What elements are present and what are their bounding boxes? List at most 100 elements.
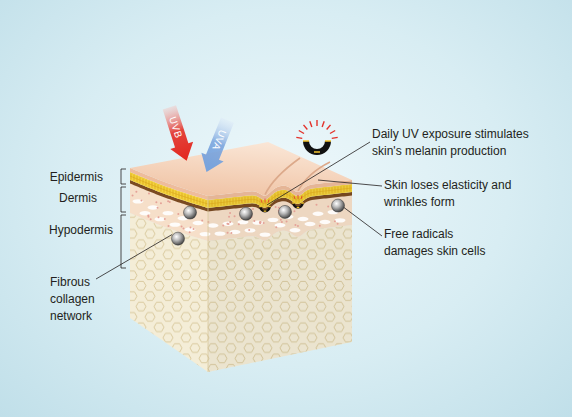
- collagen-dot: [275, 206, 277, 208]
- uvb-arrow: UVB: [158, 104, 198, 165]
- dermis-cell: [200, 232, 211, 236]
- collagen-dot: [158, 216, 160, 218]
- collagen-dot: [189, 231, 191, 233]
- collagen-dot: [234, 215, 236, 217]
- epidermis-texture: [131, 173, 350, 206]
- dermis-cell: [290, 228, 301, 232]
- dermis-cell: [223, 222, 234, 226]
- callout-label: Free radicals damages skin cells: [384, 226, 496, 260]
- leader-line: [96, 235, 172, 279]
- dermis-cells: [133, 199, 346, 237]
- dermis-cell: [215, 231, 226, 235]
- melanin-symbol: [292, 195, 304, 208]
- collagen-dot: [337, 223, 339, 225]
- collagen-dot: [259, 222, 261, 224]
- collagen-dot: [201, 220, 203, 222]
- dermis-cell: [148, 205, 159, 209]
- free-radical-sphere: [184, 206, 197, 219]
- collagen-dot: [132, 194, 134, 196]
- collagen-dot: [150, 218, 152, 220]
- dermis-cell: [238, 220, 249, 224]
- collagen-dot: [229, 221, 231, 223]
- collagen-dot: [181, 225, 183, 227]
- collagen-dot: [327, 206, 329, 208]
- dermis-cell: [208, 223, 219, 227]
- melanin-tips: [303, 141, 331, 152]
- layer-label: Epidermis: [0, 169, 103, 186]
- collagen-dot: [148, 216, 150, 218]
- collagen-dot: [193, 228, 195, 230]
- melanin-ray: [296, 137, 302, 138]
- collagen-dot: [252, 208, 254, 210]
- collagen-dot: [167, 200, 169, 202]
- dermis-cell: [140, 211, 151, 215]
- arrow-label: UVA: [210, 128, 228, 152]
- skin-top-surface: [130, 142, 352, 196]
- dermis-cell: [320, 220, 331, 224]
- dermis-cell: [305, 222, 316, 226]
- dermis-cell: [253, 220, 264, 224]
- dermis-cell: [268, 218, 279, 222]
- layer-label: Hypodermis: [0, 222, 113, 239]
- layer-brackets: [121, 169, 126, 268]
- dermis-cell: [185, 227, 196, 231]
- bracket: [121, 169, 126, 184]
- free-radical-sphere: [279, 205, 292, 218]
- leader-line: [267, 142, 370, 205]
- collagen-dot: [135, 191, 137, 193]
- melanin-ray: [330, 131, 335, 134]
- arrow-body: [158, 104, 198, 165]
- collagen-dot: [275, 226, 277, 228]
- collagen-dot: [189, 227, 191, 229]
- dermis-cell: [260, 232, 271, 236]
- melanin-cup: [306, 141, 328, 152]
- collagen-dots: [132, 191, 343, 234]
- collagen-dot: [281, 221, 283, 223]
- arrow-body: [195, 116, 238, 177]
- collagen-dot: [259, 221, 261, 223]
- melanin-ray: [304, 125, 308, 130]
- collagen-dot: [160, 202, 162, 204]
- collagen-dot: [248, 229, 250, 231]
- dermis-cell: [275, 223, 286, 227]
- collagen-dot: [222, 225, 224, 227]
- melanin-ray: [327, 125, 331, 130]
- collagen-dot: [167, 225, 169, 227]
- collagen-dot: [238, 223, 240, 225]
- melanin-ray: [310, 121, 312, 127]
- free-radical-sphere: [172, 232, 185, 245]
- bracket: [121, 215, 126, 268]
- collagen-dot: [140, 200, 142, 202]
- melanin-ray: [294, 195, 302, 199]
- dermis-cell: [313, 212, 324, 216]
- melanin-ray: [316, 120, 317, 126]
- leader-line: [318, 180, 382, 186]
- face-shade: [208, 180, 352, 372]
- collagen-dot: [157, 207, 159, 209]
- collagen-dot: [227, 232, 229, 234]
- arrow-label-box: UVB: [159, 107, 193, 150]
- dermis-cell: [245, 228, 256, 232]
- callout-label: Skin loses elasticity and wrinkles form: [384, 177, 534, 211]
- melanin-ray: [322, 121, 324, 127]
- bracket: [121, 187, 126, 212]
- collagen-dot: [164, 218, 166, 220]
- dermis-cell: [170, 222, 181, 226]
- callout-label: Fibrous collagen network: [50, 274, 122, 325]
- collagen-dot: [229, 212, 231, 214]
- wrinkle-line: [265, 158, 300, 195]
- melanin-symbol: [259, 199, 271, 212]
- collagen-dot: [293, 210, 295, 212]
- collagen-dot: [230, 232, 232, 234]
- free-radical-sphere: [332, 199, 345, 212]
- melanin-symbol: [296, 120, 337, 152]
- callout-label: Daily UV exposure stimulates skin's mela…: [372, 126, 547, 160]
- collagen-dot: [334, 220, 336, 222]
- melanin-ray: [261, 199, 269, 203]
- free-radical-sphere: [240, 207, 253, 220]
- melanin-ray: [332, 137, 338, 138]
- dermis-cell: [298, 217, 309, 221]
- dermis-cell: [230, 230, 241, 234]
